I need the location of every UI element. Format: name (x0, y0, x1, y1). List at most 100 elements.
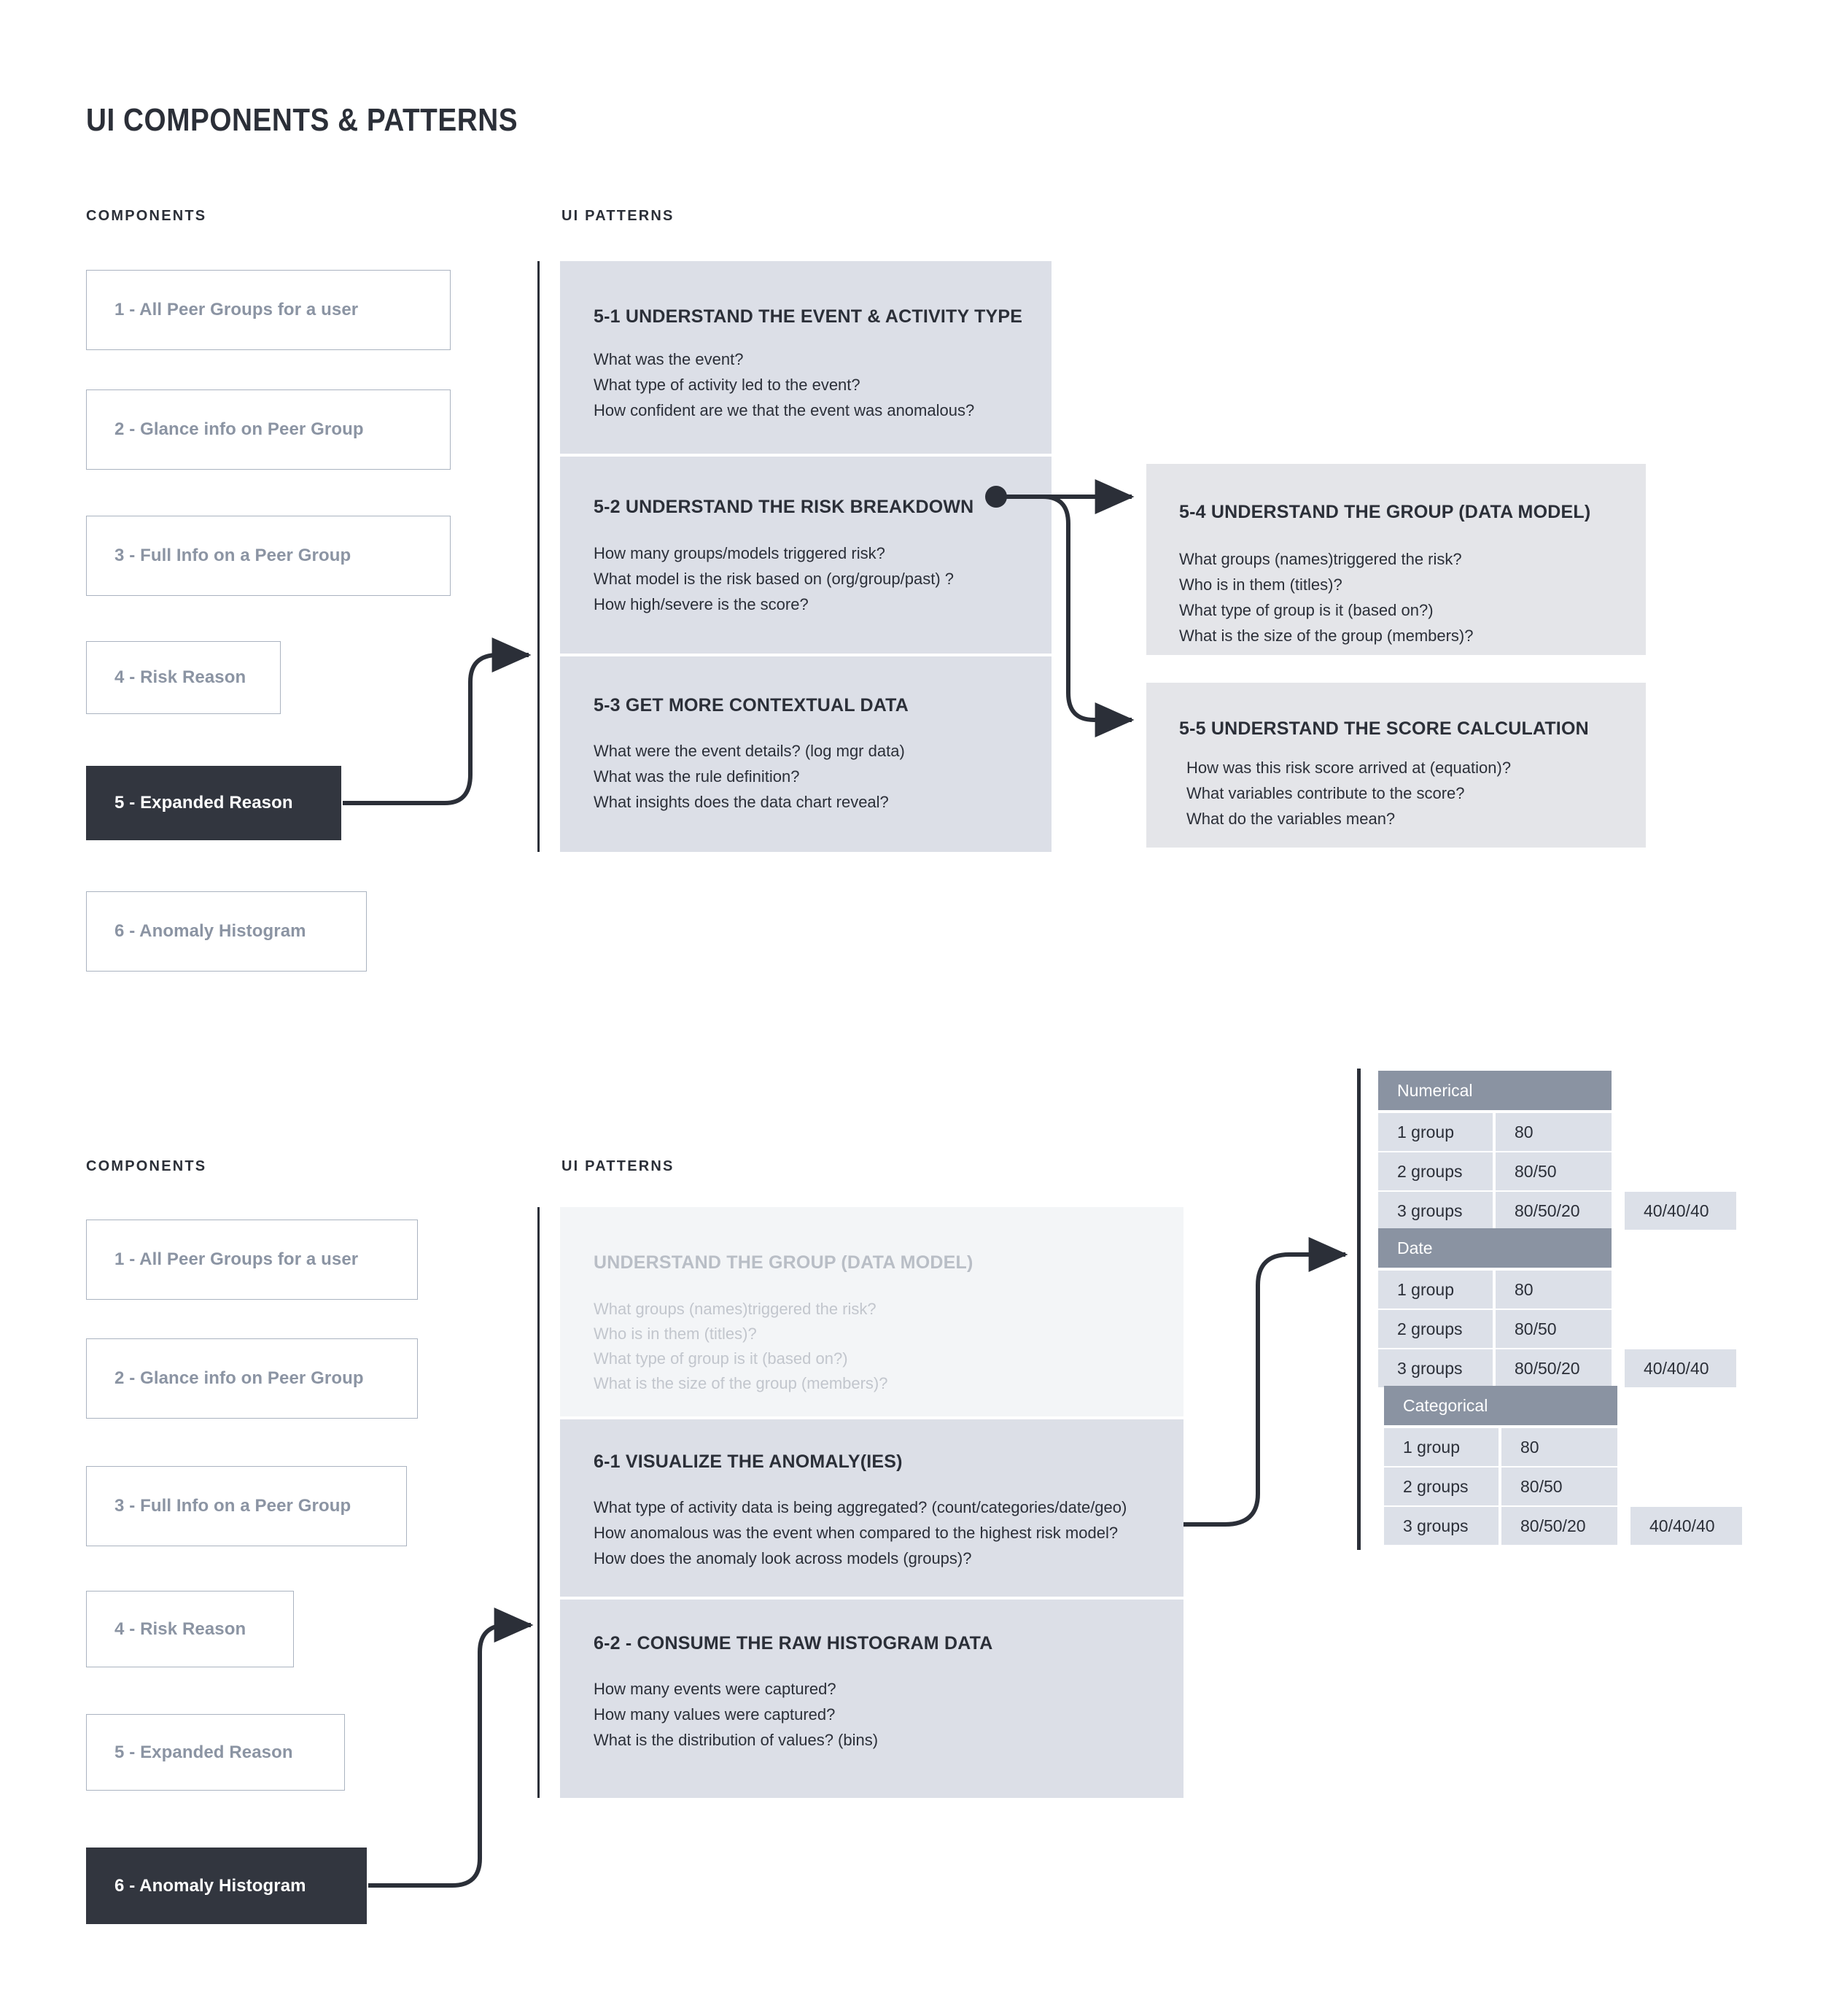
section1-component-6[interactable]: 6 - Anomaly Histogram (86, 891, 367, 972)
section1-patterns-rule (537, 261, 540, 852)
table-row-value: 80 (1496, 1271, 1612, 1309)
pattern-5-1: 5-1 UNDERSTAND THE EVENT & ACTIVITY TYPE… (560, 261, 1052, 454)
pattern-heading: 5-2 UNDERSTAND THE RISK BREAKDOWN (594, 497, 974, 517)
pattern-line: How many groups/models triggered risk? (594, 544, 885, 562)
pattern-line: How many values were captured? (594, 1705, 836, 1724)
table-row-label: 2 groups (1378, 1152, 1493, 1190)
table-row-extra: 40/40/40 (1625, 1192, 1736, 1230)
connector-component5-to-patterns (343, 637, 532, 805)
section2-patterns-label: UI PATTERNS (561, 1158, 675, 1174)
table-row-extra: 40/40/40 (1630, 1507, 1742, 1545)
page-title: UI COMPONENTS & PATTERNS (86, 102, 518, 138)
connector-6-1-to-tables (1183, 1237, 1348, 1527)
pattern-heading: 5-5 UNDERSTAND THE SCORE CALCULATION (1179, 718, 1589, 739)
section1-components-label: COMPONENTS (86, 208, 207, 224)
section1-patterns-label: UI PATTERNS (561, 208, 675, 224)
pattern-5-5: 5-5 UNDERSTAND THE SCORE CALCULATION How… (1146, 683, 1646, 848)
pattern-heading: UNDERSTAND THE GROUP (DATA MODEL) (594, 1252, 973, 1273)
section2-patterns-rule (537, 1207, 540, 1798)
pattern-line: Who is in them (titles)? (1179, 575, 1342, 594)
table-row-label: 2 groups (1378, 1310, 1493, 1348)
section2-component-4[interactable]: 4 - Risk Reason (86, 1591, 294, 1667)
pattern-line: How was this risk score arrived at (equa… (1186, 759, 1512, 777)
section2-component-5[interactable]: 5 - Expanded Reason (86, 1714, 345, 1791)
pattern-line: What type of group is it (based on?) (1179, 601, 1434, 619)
section1-component-3[interactable]: 3 - Full Info on a Peer Group (86, 516, 451, 596)
pattern-line: What type of group is it (based on?) (594, 1349, 848, 1368)
component-label: 2 - Glance info on Peer Group (114, 419, 364, 439)
table-row-label: 3 groups (1378, 1192, 1493, 1230)
table-row-label: 1 group (1384, 1428, 1499, 1466)
pattern-line: What model is the risk based on (org/gro… (594, 570, 955, 588)
table-header: Categorical (1384, 1386, 1617, 1425)
section1-component-1[interactable]: 1 - All Peer Groups for a user (86, 270, 451, 350)
table-row-value: 80 (1496, 1113, 1612, 1151)
table-row-label: 3 groups (1384, 1507, 1499, 1545)
table-row-value: 80/50 (1496, 1310, 1612, 1348)
pattern-understand-group-faded: UNDERSTAND THE GROUP (DATA MODEL) What g… (560, 1207, 1183, 1416)
pattern-line: What do the variables mean? (1186, 810, 1396, 828)
pattern-line: What is the distribution of values? (bin… (594, 1731, 879, 1749)
pattern-line: What groups (names)triggered the risk? (594, 1300, 876, 1318)
connector-component6-to-patterns (368, 1608, 534, 1888)
component-label: 3 - Full Info on a Peer Group (114, 1496, 351, 1516)
table-header: Numerical (1378, 1071, 1612, 1110)
section2-component-6-active[interactable]: 6 - Anomaly Histogram (86, 1848, 367, 1924)
section1-component-5-active[interactable]: 5 - Expanded Reason (86, 766, 341, 840)
pattern-line: What were the event details? (log mgr da… (594, 742, 905, 760)
pattern-line: What variables contribute to the score? (1186, 784, 1465, 802)
pattern-line: What type of activity led to the event? (594, 376, 860, 394)
component-label: 6 - Anomaly Histogram (114, 1875, 306, 1896)
section2-component-2[interactable]: 2 - Glance info on Peer Group (86, 1338, 418, 1419)
component-label: 6 - Anomaly Histogram (114, 921, 306, 941)
pattern-line: Who is in them (titles)? (594, 1325, 757, 1343)
pattern-line: How confident are we that the event was … (594, 401, 975, 419)
pattern-heading: 6-2 - CONSUME THE RAW HISTOGRAM DATA (594, 1633, 993, 1653)
pattern-line: What insights does the data chart reveal… (594, 793, 889, 811)
table-row-label: 1 group (1378, 1271, 1493, 1309)
section2-component-3[interactable]: 3 - Full Info on a Peer Group (86, 1466, 407, 1546)
section2-component-1[interactable]: 1 - All Peer Groups for a user (86, 1220, 418, 1300)
table-row-value: 80/50 (1496, 1152, 1612, 1190)
table-row-value: 80/50/20 (1496, 1349, 1612, 1387)
table-row-label: 3 groups (1378, 1349, 1493, 1387)
table-row-value: 80/50/20 (1496, 1192, 1612, 1230)
pattern-heading: 5-1 UNDERSTAND THE EVENT & ACTIVITY TYPE (594, 306, 1023, 327)
pattern-6-2: 6-2 - CONSUME THE RAW HISTOGRAM DATA How… (560, 1600, 1183, 1798)
table-header: Date (1378, 1228, 1612, 1268)
component-label: 1 - All Peer Groups for a user (114, 300, 359, 319)
pattern-line: How anomalous was the event when compare… (594, 1524, 1119, 1542)
pattern-line: How high/severe is the score? (594, 595, 809, 613)
pattern-line: What groups (names)triggered the risk? (1179, 550, 1462, 568)
section1-component-2[interactable]: 2 - Glance info on Peer Group (86, 389, 451, 470)
pattern-line: What was the event? (594, 350, 744, 368)
table-row-extra: 40/40/40 (1625, 1349, 1736, 1387)
tables-rule (1357, 1069, 1361, 1550)
pattern-heading: 5-3 GET MORE CONTEXTUAL DATA (594, 695, 909, 716)
pattern-line: What is the size of the group (members)? (1179, 627, 1474, 645)
pattern-6-1: 6-1 VISUALIZE THE ANOMALY(IES) What type… (560, 1419, 1183, 1597)
pattern-line: How many events were captured? (594, 1680, 836, 1698)
section1-component-4[interactable]: 4 - Risk Reason (86, 641, 281, 714)
table-row-label: 2 groups (1384, 1468, 1499, 1505)
component-label: 3 - Full Info on a Peer Group (114, 546, 351, 565)
component-label: 2 - Glance info on Peer Group (114, 1368, 364, 1388)
component-label: 4 - Risk Reason (114, 667, 246, 687)
component-label: 5 - Expanded Reason (114, 793, 293, 813)
pattern-5-4: 5-4 UNDERSTAND THE GROUP (DATA MODEL) Wh… (1146, 464, 1646, 655)
table-row-value: 80/50 (1501, 1468, 1617, 1505)
pattern-line: What is the size of the group (members)? (594, 1374, 888, 1392)
pattern-line: How does the anomaly look across models … (594, 1549, 972, 1567)
table-row-label: 1 group (1378, 1113, 1493, 1151)
pattern-heading: 5-4 UNDERSTAND THE GROUP (DATA MODEL) (1179, 502, 1591, 522)
pattern-heading: 6-1 VISUALIZE THE ANOMALY(IES) (594, 1451, 903, 1472)
table-row-value: 80 (1501, 1428, 1617, 1466)
pattern-line: What was the rule definition? (594, 767, 800, 786)
pattern-line: What type of activity data is being aggr… (594, 1498, 1127, 1516)
pattern-5-2: 5-2 UNDERSTAND THE RISK BREAKDOWN How ma… (560, 457, 1052, 654)
pattern-5-3: 5-3 GET MORE CONTEXTUAL DATA What were t… (560, 656, 1052, 852)
section2-components-label: COMPONENTS (86, 1158, 207, 1174)
component-label: 4 - Risk Reason (114, 1618, 246, 1639)
component-label: 5 - Expanded Reason (114, 1742, 293, 1762)
